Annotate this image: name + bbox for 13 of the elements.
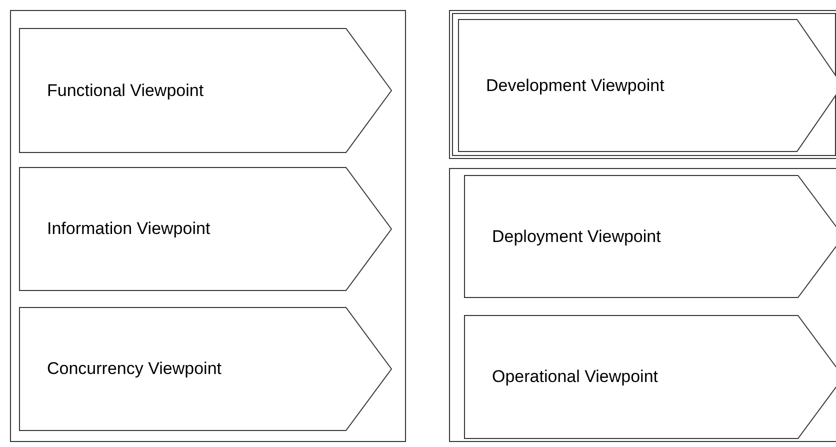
chevron-shape [464,175,836,298]
chevron-shape [19,167,392,291]
node-label: Development Viewpoint [486,76,664,96]
node-label: Information Viewpoint [47,219,210,239]
node-label: Operational Viewpoint [492,367,658,387]
chevron-shape [19,307,392,431]
node-label: Functional Viewpoint [47,80,204,100]
node-label: Concurrency Viewpoint [47,359,222,379]
group-frame [449,168,836,442]
chevron-shape [19,28,392,153]
node-label: Deployment Viewpoint [492,226,661,246]
group-frame [10,10,406,442]
chevron-shape [464,315,836,439]
